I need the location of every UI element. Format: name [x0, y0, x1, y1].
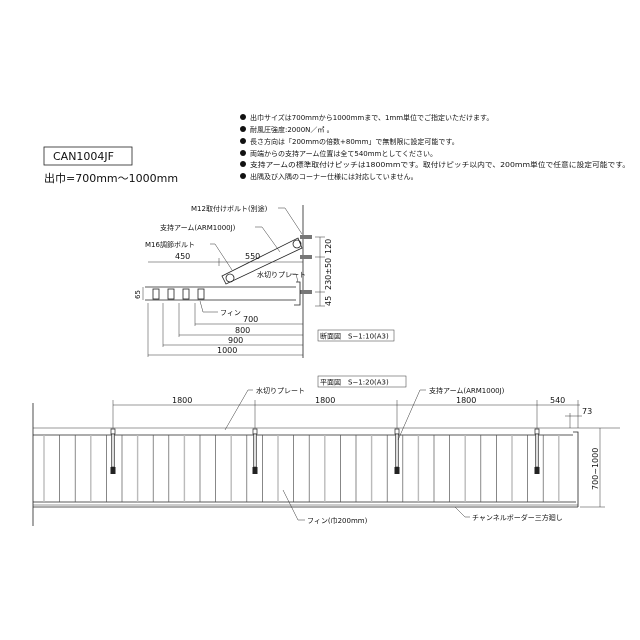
note: 支持アームの標準取付けピッチは1800mmです。取付けピッチ以内で、200mm単… [250, 160, 630, 169]
plan-label-border: チャンネルボーダー三方廻し [472, 513, 563, 522]
dim-120: 120 [324, 239, 333, 254]
support-arm [534, 428, 540, 474]
dim-550: 550 [245, 252, 260, 261]
label-arm: 支持アーム(ARM1000J) [160, 223, 236, 232]
plan-label-arm: 支持アーム(ARM1000J) [429, 386, 505, 395]
bullet-icon [240, 126, 246, 132]
fin-lines [43, 435, 560, 502]
dim-edge: 73 [582, 407, 592, 416]
dim-230: 230±50 [324, 258, 333, 290]
notes-list: 出巾サイズは700mmから1000mmまで、1mm単位でご指定いただけます。 耐… [240, 113, 630, 181]
dim-pitch-1: 1800 [172, 396, 192, 405]
label-plate: 水切りプレート [257, 270, 306, 279]
dim-450: 450 [175, 252, 190, 261]
label-m16-bolt: M16調節ボルト [145, 240, 195, 249]
label-fin: フィン [220, 309, 241, 317]
dim-pitch-2: 1800 [315, 396, 335, 405]
support-arm [110, 428, 116, 474]
plan-label-fin: フィン(巾200mm) [307, 516, 368, 525]
section-title: 断面図 S−1:10(A3) [320, 332, 389, 341]
section-drawing: 450 550 700 800 900 1000 65 120 230±50 4… [134, 204, 395, 358]
support-arm [252, 428, 258, 474]
product-code: CAN1004JF [53, 150, 114, 163]
bullet-icon [240, 114, 246, 120]
dim-depth: 700~1000 [591, 448, 600, 490]
label-m12-bolt: M12取付けボルト(別途) [191, 204, 268, 213]
bullet-icon [240, 138, 246, 144]
support-arm [394, 428, 400, 474]
bullet-icon [240, 150, 246, 156]
dim-65: 65 [134, 290, 142, 299]
note: 出巾サイズは700mmから1000mmまで、1mm単位でご指定いただけます。 [250, 113, 493, 122]
plan-label-plate: 水切りプレート [256, 386, 305, 395]
note: 耐風圧強度:2000N／㎡ 。 [250, 125, 334, 134]
note: 長さ方向は「200mmの倍数+80mm」で無制限に設定可能です。 [250, 137, 459, 146]
product-code-box [43, 146, 133, 166]
dim-end: 540 [550, 396, 565, 405]
dim-900: 900 [228, 336, 243, 345]
bullet-icon [240, 161, 246, 167]
bullet-icon [240, 173, 246, 179]
dim-700: 700 [243, 315, 258, 324]
dim-800: 800 [235, 326, 250, 335]
dim-45: 45 [324, 296, 333, 306]
note: 出隅及び入隅のコーナー仕様には対応していません。 [250, 172, 418, 181]
dim-1000: 1000 [217, 346, 237, 355]
dim-pitch-3: 1800 [456, 396, 476, 405]
support-arms [110, 428, 540, 474]
plan-drawing: 平面図 S−1:20(A3) 1800 1800 1800 [32, 375, 620, 526]
note: 両端からの支持アーム位置は全て540mmとしてください。 [250, 149, 437, 158]
projection-range: 出巾=700mm～1000mm [44, 171, 178, 185]
plan-title: 平面図 S−1:20(A3) [320, 379, 389, 387]
